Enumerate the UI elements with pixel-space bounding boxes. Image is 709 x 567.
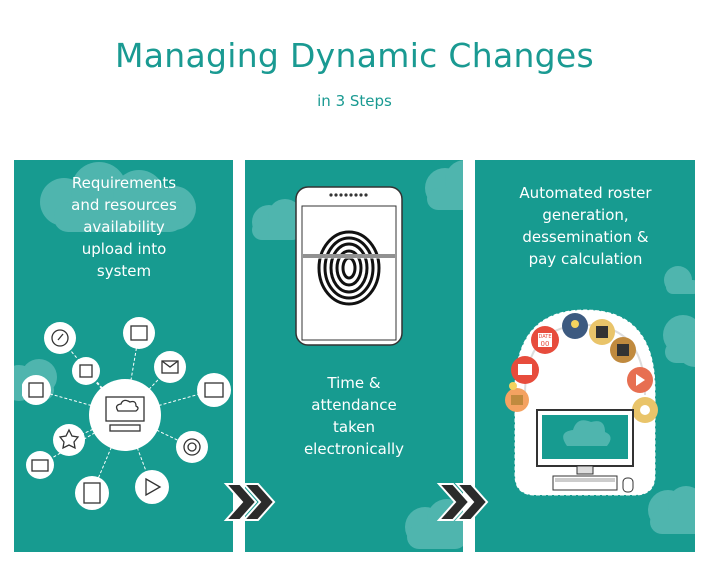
- step-1-text: Requirements and resources availability …: [71, 174, 177, 280]
- cloud-icon: [664, 266, 695, 294]
- page-subtitle: in 3 Steps: [317, 92, 392, 110]
- chevron-arrow-icon: [436, 483, 489, 521]
- fingerprint-icon: [303, 230, 395, 306]
- calendar-day: 00: [541, 340, 550, 348]
- cloud-icon: [252, 199, 302, 240]
- cloud-icon: [663, 315, 695, 367]
- step-panel-2: Time & attendance taken electronically: [245, 160, 463, 552]
- chevron-arrow-icon: [223, 483, 276, 521]
- cloud-icon: [40, 162, 196, 232]
- system-upload-illustration: [22, 317, 231, 510]
- cloud-icon: [648, 486, 695, 534]
- page-title: Managing Dynamic Changes: [114, 36, 595, 75]
- step-2-text: Time & attendance taken electronically: [303, 374, 405, 458]
- step-3-text: Automated roster generation, desseminati…: [519, 184, 652, 268]
- automated-roster-illustration: DATE 00: [505, 309, 658, 496]
- phone-icon: [295, 186, 403, 346]
- step-panel-1: Requirements and resources availability …: [14, 160, 233, 552]
- step-panel-3: Automated roster generation, desseminati…: [475, 160, 695, 552]
- calendar-month: DATE: [538, 334, 551, 340]
- cloud-icon: [425, 160, 463, 210]
